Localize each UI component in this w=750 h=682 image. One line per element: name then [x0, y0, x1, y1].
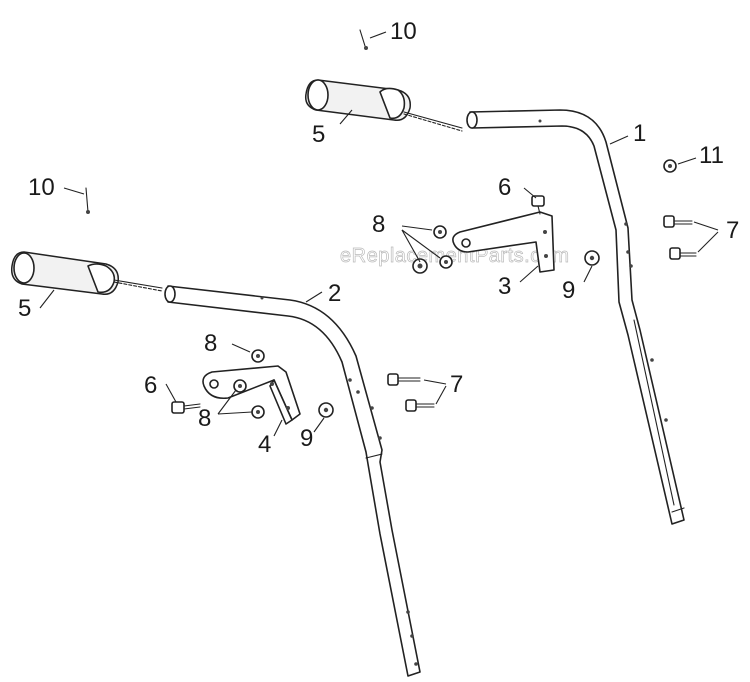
callout-8-lower-bottom: 8 [198, 405, 211, 432]
bracket-right [452, 211, 555, 273]
handle-lower [164, 285, 421, 677]
callout-10-upper: 10 [390, 18, 417, 45]
callout-8-upper: 8 [372, 211, 385, 238]
nut-11 [663, 159, 677, 173]
pin-upper [359, 29, 368, 50]
nuts-lower [233, 349, 265, 419]
watermark: eReplacementParts.com [340, 245, 569, 267]
bolt-upper [531, 195, 545, 215]
callout-5-upper: 5 [312, 121, 325, 148]
callout-1: 1 [633, 120, 646, 147]
callout-7-lower: 7 [450, 371, 463, 398]
callout-8-lower-top: 8 [204, 330, 217, 357]
bolts-lower [387, 373, 435, 412]
nuts-upper [412, 225, 453, 274]
callout-10-lower: 10 [28, 174, 55, 201]
bolt-lower [171, 401, 201, 414]
leader-lines [39, 31, 719, 437]
grip-lower [10, 251, 163, 295]
callout-9-upper: 9 [562, 277, 575, 304]
bracket-left [202, 365, 301, 425]
washer-lower [318, 402, 334, 418]
handle-upper [466, 109, 685, 525]
bolts-upper [663, 215, 697, 260]
callout-7-upper: 7 [726, 217, 739, 244]
callout-6-upper: 6 [498, 174, 511, 201]
callout-4: 4 [258, 431, 271, 458]
callout-6-lower: 6 [144, 372, 157, 399]
washer-upper [584, 250, 600, 266]
callout-2: 2 [328, 280, 341, 307]
grip-upper [304, 79, 463, 132]
callout-3: 3 [498, 273, 511, 300]
callout-9-lower: 9 [300, 425, 313, 452]
callout-11: 11 [699, 142, 724, 169]
pin-lower [85, 187, 90, 214]
callout-5-lower: 5 [18, 295, 31, 322]
